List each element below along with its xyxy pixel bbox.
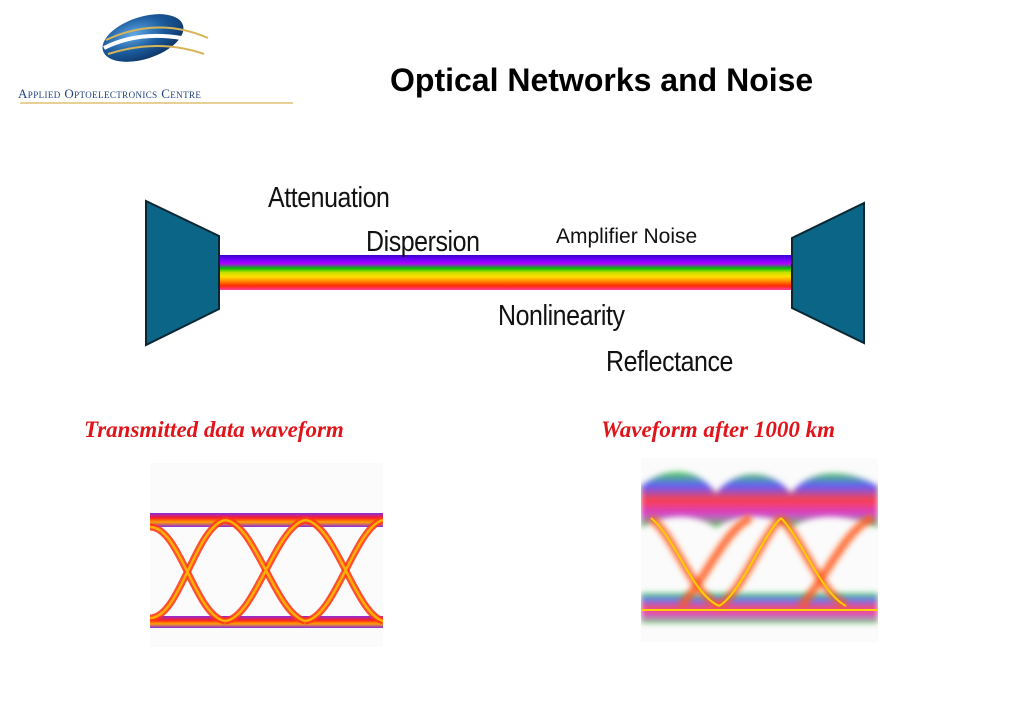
received-eye-diagram bbox=[641, 458, 878, 642]
transmitted-waveform-caption: Transmitted data waveform bbox=[84, 417, 344, 442]
received-waveform-caption: Waveform after 1000 km bbox=[601, 417, 836, 442]
receiver-terminal bbox=[791, 201, 865, 345]
optical-fiber bbox=[219, 255, 793, 290]
label-amplifier-noise: Amplifier Noise bbox=[556, 225, 698, 248]
label-dispersion: Dispersion bbox=[366, 226, 480, 258]
transmitter-terminal bbox=[145, 199, 220, 347]
aoc-logo-mark bbox=[20, 14, 298, 104]
label-attenuation: Attenuation bbox=[268, 182, 390, 214]
label-nonlinearity: Nonlinearity bbox=[498, 300, 625, 332]
slide-title: Optical Networks and Noise bbox=[390, 62, 814, 98]
transmitted-eye-diagram bbox=[150, 463, 383, 647]
aoc-logo: Applied Optoelectronics Centre bbox=[8, 8, 298, 108]
organization-name: Applied Optoelectronics Centre bbox=[18, 86, 202, 101]
label-reflectance: Reflectance bbox=[606, 346, 733, 378]
